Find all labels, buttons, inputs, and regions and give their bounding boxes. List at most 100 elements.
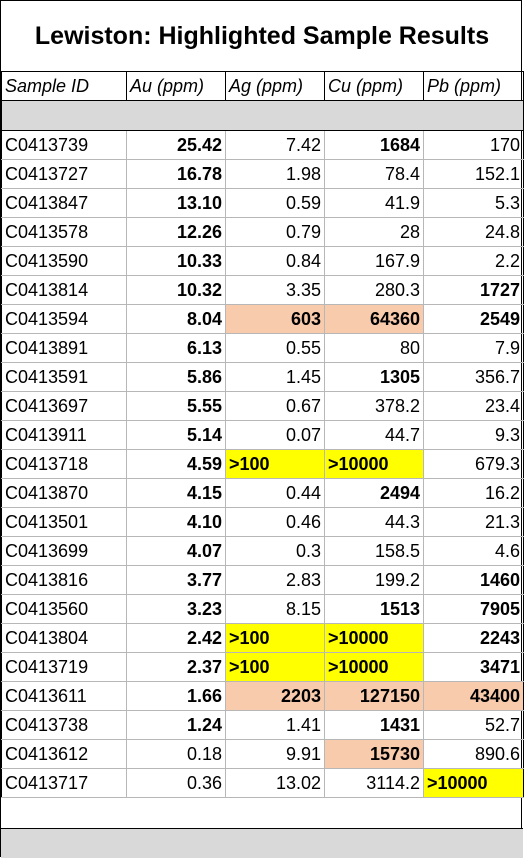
cell-sample-id[interactable]: C0413891 bbox=[1, 333, 127, 363]
cell-cu[interactable]: 1431 bbox=[324, 710, 424, 740]
cell-sample-id[interactable]: C0413697 bbox=[1, 391, 127, 421]
cell-au[interactable]: 0.18 bbox=[126, 739, 226, 769]
cell-au[interactable]: 8.04 bbox=[126, 304, 226, 334]
header-au[interactable]: Au (ppm) bbox=[126, 71, 226, 101]
cell-pb[interactable]: >10000 bbox=[423, 768, 524, 798]
cell-sample-id[interactable]: C0413611 bbox=[1, 681, 127, 711]
cell-pb[interactable]: 170 bbox=[423, 130, 524, 160]
cell-pb[interactable]: 43400 bbox=[423, 681, 524, 711]
cell-pb[interactable]: 24.8 bbox=[423, 217, 524, 247]
cell-au[interactable]: 2.37 bbox=[126, 652, 226, 682]
cell-ag[interactable]: >100 bbox=[225, 449, 325, 479]
cell-sample-id[interactable]: C0413719 bbox=[1, 652, 127, 682]
cell-sample-id[interactable]: C0413560 bbox=[1, 594, 127, 624]
cell-au[interactable]: 16.78 bbox=[126, 159, 226, 189]
cell-pb[interactable]: 679.3 bbox=[423, 449, 524, 479]
cell-cu[interactable]: 44.3 bbox=[324, 507, 424, 537]
cell-ag[interactable]: 0.79 bbox=[225, 217, 325, 247]
cell-au[interactable]: 3.77 bbox=[126, 565, 226, 595]
cell-pb[interactable]: 890.6 bbox=[423, 739, 524, 769]
cell-ag[interactable]: 7.42 bbox=[225, 130, 325, 160]
cell-ag[interactable]: 1.98 bbox=[225, 159, 325, 189]
cell-au[interactable]: 4.15 bbox=[126, 478, 226, 508]
header-cu[interactable]: Cu (ppm) bbox=[324, 71, 424, 101]
cell-ag[interactable]: 8.15 bbox=[225, 594, 325, 624]
cell-pb[interactable]: 2549 bbox=[423, 304, 524, 334]
cell-cu[interactable]: 80 bbox=[324, 333, 424, 363]
cell-ag[interactable]: 0.84 bbox=[225, 246, 325, 276]
cell-sample-id[interactable]: C0413804 bbox=[1, 623, 127, 653]
cell-sample-id[interactable]: C0413590 bbox=[1, 246, 127, 276]
cell-sample-id[interactable]: C0413612 bbox=[1, 739, 127, 769]
cell-pb[interactable]: 52.7 bbox=[423, 710, 524, 740]
cell-cu[interactable]: 15730 bbox=[324, 739, 424, 769]
cell-sample-id[interactable]: C0413578 bbox=[1, 217, 127, 247]
cell-ag[interactable]: >100 bbox=[225, 623, 325, 653]
cell-sample-id[interactable]: C0413847 bbox=[1, 188, 127, 218]
cell-sample-id[interactable]: C0413739 bbox=[1, 130, 127, 160]
cell-ag[interactable]: 0.59 bbox=[225, 188, 325, 218]
cell-ag[interactable]: 0.44 bbox=[225, 478, 325, 508]
cell-pb[interactable]: 21.3 bbox=[423, 507, 524, 537]
cell-au[interactable]: 5.14 bbox=[126, 420, 226, 450]
cell-pb[interactable]: 23.4 bbox=[423, 391, 524, 421]
cell-ag[interactable]: 3.35 bbox=[225, 275, 325, 305]
cell-cu[interactable]: >10000 bbox=[324, 652, 424, 682]
cell-ag[interactable]: 0.3 bbox=[225, 536, 325, 566]
cell-au[interactable]: 1.24 bbox=[126, 710, 226, 740]
cell-cu[interactable]: 28 bbox=[324, 217, 424, 247]
cell-au[interactable]: 5.86 bbox=[126, 362, 226, 392]
cell-ag[interactable]: 13.02 bbox=[225, 768, 325, 798]
cell-cu[interactable]: 3114.2 bbox=[324, 768, 424, 798]
cell-au[interactable]: 1.66 bbox=[126, 681, 226, 711]
cell-ag[interactable]: 0.07 bbox=[225, 420, 325, 450]
cell-cu[interactable]: 78.4 bbox=[324, 159, 424, 189]
cell-cu[interactable]: 127150 bbox=[324, 681, 424, 711]
cell-pb[interactable]: 3471 bbox=[423, 652, 524, 682]
cell-sample-id[interactable]: C0413738 bbox=[1, 710, 127, 740]
cell-au[interactable]: 2.42 bbox=[126, 623, 226, 653]
cell-ag[interactable]: 2.83 bbox=[225, 565, 325, 595]
cell-ag[interactable]: 0.67 bbox=[225, 391, 325, 421]
header-ag[interactable]: Ag (ppm) bbox=[225, 71, 325, 101]
cell-sample-id[interactable]: C0413699 bbox=[1, 536, 127, 566]
cell-sample-id[interactable]: C0413591 bbox=[1, 362, 127, 392]
cell-cu[interactable]: 158.5 bbox=[324, 536, 424, 566]
cell-ag[interactable]: 9.91 bbox=[225, 739, 325, 769]
cell-pb[interactable]: 4.6 bbox=[423, 536, 524, 566]
cell-cu[interactable]: 167.9 bbox=[324, 246, 424, 276]
cell-ag[interactable]: 1.45 bbox=[225, 362, 325, 392]
cell-sample-id[interactable]: C0413594 bbox=[1, 304, 127, 334]
cell-sample-id[interactable]: C0413727 bbox=[1, 159, 127, 189]
cell-cu[interactable]: 2494 bbox=[324, 478, 424, 508]
cell-ag[interactable]: 0.46 bbox=[225, 507, 325, 537]
cell-pb[interactable]: 1460 bbox=[423, 565, 524, 595]
cell-pb[interactable]: 356.7 bbox=[423, 362, 524, 392]
cell-sample-id[interactable]: C0413718 bbox=[1, 449, 127, 479]
cell-au[interactable]: 10.33 bbox=[126, 246, 226, 276]
cell-cu[interactable]: >10000 bbox=[324, 449, 424, 479]
cell-pb[interactable]: 9.3 bbox=[423, 420, 524, 450]
cell-pb[interactable]: 16.2 bbox=[423, 478, 524, 508]
cell-sample-id[interactable]: C0413870 bbox=[1, 478, 127, 508]
cell-pb[interactable]: 2.2 bbox=[423, 246, 524, 276]
cell-cu[interactable]: 64360 bbox=[324, 304, 424, 334]
cell-cu[interactable]: 1305 bbox=[324, 362, 424, 392]
cell-au[interactable]: 4.10 bbox=[126, 507, 226, 537]
cell-au[interactable]: 3.23 bbox=[126, 594, 226, 624]
cell-ag[interactable]: >100 bbox=[225, 652, 325, 682]
cell-sample-id[interactable]: C0413717 bbox=[1, 768, 127, 798]
cell-cu[interactable]: 1513 bbox=[324, 594, 424, 624]
cell-cu[interactable]: 41.9 bbox=[324, 188, 424, 218]
header-sample-id[interactable]: Sample ID bbox=[1, 71, 127, 101]
cell-ag[interactable]: 603 bbox=[225, 304, 325, 334]
cell-au[interactable]: 13.10 bbox=[126, 188, 226, 218]
cell-ag[interactable]: 2203 bbox=[225, 681, 325, 711]
cell-au[interactable]: 4.07 bbox=[126, 536, 226, 566]
cell-sample-id[interactable]: C0413501 bbox=[1, 507, 127, 537]
cell-cu[interactable]: 1684 bbox=[324, 130, 424, 160]
cell-cu[interactable]: 280.3 bbox=[324, 275, 424, 305]
cell-cu[interactable]: 199.2 bbox=[324, 565, 424, 595]
cell-au[interactable]: 0.36 bbox=[126, 768, 226, 798]
cell-au[interactable]: 4.59 bbox=[126, 449, 226, 479]
